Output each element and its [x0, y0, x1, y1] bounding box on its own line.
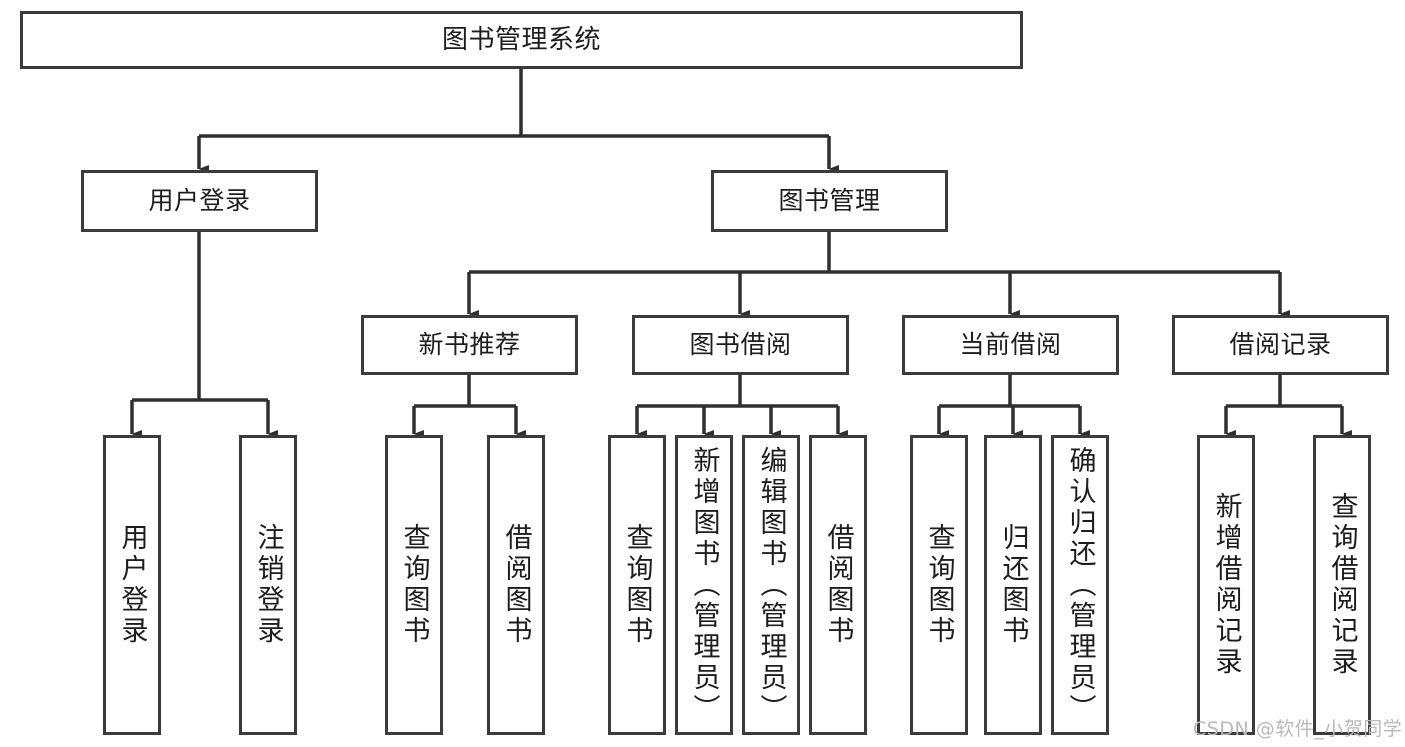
node-leaf-add-record-label: 新增借阅记录	[1210, 492, 1242, 678]
node-user-login[interactable]: 用户登录	[81, 170, 318, 232]
node-root[interactable]: 图书管理系统	[20, 11, 1023, 69]
node-current-borrow[interactable]: 当前借阅	[902, 315, 1119, 375]
node-borrow-record-label: 借阅记录	[1229, 330, 1332, 360]
node-leaf-user-login-label: 用户登录	[116, 523, 148, 647]
node-leaf-borrow-book-rec-label: 借阅图书	[500, 523, 532, 647]
node-leaf-add-book[interactable]: 新增图书（管理员）	[675, 435, 733, 735]
node-leaf-query-book-bor-label: 查询图书	[621, 523, 653, 647]
node-new-book-recommend-label: 新书推荐	[418, 330, 521, 360]
node-leaf-query-record-label: 查询借阅记录	[1326, 492, 1358, 678]
node-leaf-borrow-book-label: 借阅图书	[822, 523, 854, 647]
node-leaf-query-book-rec[interactable]: 查询图书	[385, 435, 443, 735]
node-current-borrow-label: 当前借阅	[959, 330, 1062, 360]
node-leaf-edit-book[interactable]: 编辑图书（管理员）	[742, 435, 800, 735]
node-borrow-record[interactable]: 借阅记录	[1172, 315, 1389, 375]
node-book-manage[interactable]: 图书管理	[711, 170, 948, 232]
node-leaf-query-book-rec-label: 查询图书	[398, 523, 430, 647]
node-leaf-confirm-return-label: 确认归还（管理员）	[1064, 445, 1096, 725]
node-leaf-return-book[interactable]: 归还图书	[984, 435, 1042, 735]
node-user-login-label: 用户登录	[148, 186, 251, 216]
node-leaf-query-book-bor[interactable]: 查询图书	[608, 435, 666, 735]
node-new-book-recommend[interactable]: 新书推荐	[361, 315, 578, 375]
node-leaf-edit-book-label: 编辑图书（管理员）	[755, 445, 787, 725]
node-leaf-user-login[interactable]: 用户登录	[103, 435, 161, 735]
node-leaf-query-book-cur-label: 查询图书	[923, 523, 955, 647]
node-book-borrow[interactable]: 图书借阅	[632, 315, 849, 375]
node-leaf-return-book-label: 归还图书	[997, 523, 1029, 647]
node-leaf-logout-label: 注销登录	[252, 523, 284, 647]
node-root-label: 图书管理系统	[441, 24, 601, 55]
watermark: CSDN @软件_小贺同学	[1193, 718, 1403, 740]
node-leaf-add-record[interactable]: 新增借阅记录	[1197, 435, 1255, 735]
node-leaf-borrow-book[interactable]: 借阅图书	[809, 435, 867, 735]
node-leaf-logout[interactable]: 注销登录	[239, 435, 297, 735]
node-leaf-query-record[interactable]: 查询借阅记录	[1313, 435, 1371, 735]
node-leaf-borrow-book-rec[interactable]: 借阅图书	[487, 435, 545, 735]
node-leaf-add-book-label: 新增图书（管理员）	[688, 445, 720, 725]
node-leaf-query-book-cur[interactable]: 查询图书	[910, 435, 968, 735]
node-leaf-confirm-return[interactable]: 确认归还（管理员）	[1051, 435, 1109, 735]
node-book-borrow-label: 图书借阅	[689, 330, 792, 360]
node-book-manage-label: 图书管理	[778, 186, 881, 216]
